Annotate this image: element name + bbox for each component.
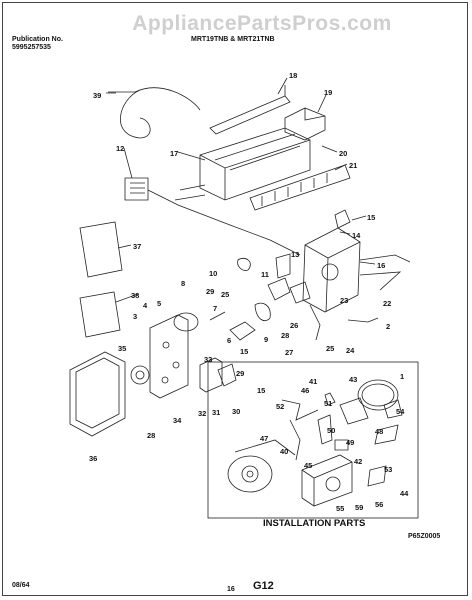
watermark: AppliancePartsPros.com [132, 12, 392, 35]
callout-c17: 17 [170, 149, 179, 158]
callout-c44: 44 [400, 489, 409, 498]
callout-c15c: 15 [257, 386, 266, 395]
part-front-cover [69, 351, 126, 437]
footer-section-code: G12 [253, 580, 274, 592]
part-wire-harness [108, 87, 201, 111]
callout-c31: 31 [212, 408, 221, 417]
callout-c52: 52 [276, 402, 285, 411]
footer-page-number: 16 [227, 586, 235, 593]
callout-c1: 1 [400, 372, 405, 381]
callout-c36: 36 [89, 454, 98, 463]
callout-c3: 3 [133, 312, 138, 321]
part-water-tube [357, 379, 399, 411]
callout-c21: 21 [349, 161, 358, 170]
callout-c56: 56 [375, 500, 384, 509]
callout-c2: 2 [386, 322, 391, 331]
callout-c50: 50 [327, 426, 336, 435]
callout-c16: 16 [377, 261, 386, 270]
callout-c45: 45 [304, 461, 313, 470]
part-motor [173, 312, 199, 332]
callout-c13: 13 [291, 250, 300, 259]
callout-c9: 9 [264, 335, 269, 344]
callout-c53: 53 [384, 465, 393, 474]
callout-c22: 22 [383, 299, 392, 308]
page-border [2, 2, 468, 596]
publication-label: Publication No. [12, 36, 63, 43]
part-water-valve [227, 455, 273, 493]
callout-c4: 4 [143, 301, 148, 310]
part-panel-38 [79, 291, 121, 338]
callout-c23: 23 [340, 296, 349, 305]
callout-c28b: 28 [147, 431, 156, 440]
diagram-code: P65Z0005 [408, 533, 441, 540]
callout-c18: 18 [289, 71, 298, 80]
callout-c42: 42 [354, 457, 363, 466]
callout-c28: 28 [281, 331, 290, 340]
callout-c34: 34 [173, 416, 182, 425]
part-housing [302, 227, 361, 313]
callout-c15a: 15 [367, 213, 376, 222]
callout-c25a: 25 [221, 290, 230, 299]
callout-c7: 7 [213, 304, 218, 313]
part-ice-mold [199, 127, 311, 201]
footer-date: 08/64 [12, 582, 30, 589]
callout-c37: 37 [133, 242, 142, 251]
callout-c19: 19 [324, 88, 333, 97]
callout-c20: 20 [339, 149, 348, 158]
callout-c26: 26 [290, 321, 299, 330]
callout-c24: 24 [346, 346, 355, 355]
callout-c40: 40 [280, 447, 289, 456]
callout-c32: 32 [198, 409, 207, 418]
callout-c8: 8 [181, 279, 186, 288]
callout-c5: 5 [157, 299, 162, 308]
callout-c30: 30 [232, 407, 241, 416]
callout-c54: 54 [396, 407, 405, 416]
callout-c10: 10 [209, 269, 218, 278]
callout-c11: 11 [261, 270, 269, 279]
callout-c6: 6 [227, 336, 232, 345]
callout-c29a: 29 [206, 287, 215, 296]
callout-c29b: 29 [236, 369, 245, 378]
part-gear [130, 365, 150, 385]
part-panel-37 [79, 221, 123, 278]
callout-c49: 49 [346, 438, 355, 447]
part-ejector [249, 164, 351, 211]
callout-c25b: 25 [326, 344, 335, 353]
callout-c51: 51 [324, 399, 333, 408]
callout-c12: 12 [116, 144, 125, 153]
model-numbers: MRT19TNB & MRT21TNB [191, 36, 275, 43]
part-connector [124, 177, 149, 201]
callout-c46: 46 [301, 386, 310, 395]
callout-c27: 27 [285, 348, 294, 357]
part-motor-plate [149, 314, 189, 399]
callout-c48: 48 [375, 427, 384, 436]
callout-c38: 38 [131, 291, 140, 300]
publication-number: 5995257535 [12, 44, 51, 51]
callout-c35: 35 [118, 344, 127, 353]
callout-c14: 14 [352, 231, 361, 240]
installation-parts-box [207, 361, 419, 519]
callout-c41: 41 [309, 377, 318, 386]
part-valve-body [301, 454, 353, 507]
callout-c59: 59 [355, 503, 364, 512]
callout-c39: 39 [93, 91, 102, 100]
callout-c33: 33 [204, 355, 213, 364]
callout-c55: 55 [336, 504, 345, 513]
callout-c15b: 15 [240, 347, 249, 356]
installation-parts-label: INSTALLATION PARTS [263, 518, 366, 529]
callout-c43: 43 [349, 375, 358, 384]
part-heater [209, 95, 291, 135]
callout-c47: 47 [260, 434, 269, 443]
